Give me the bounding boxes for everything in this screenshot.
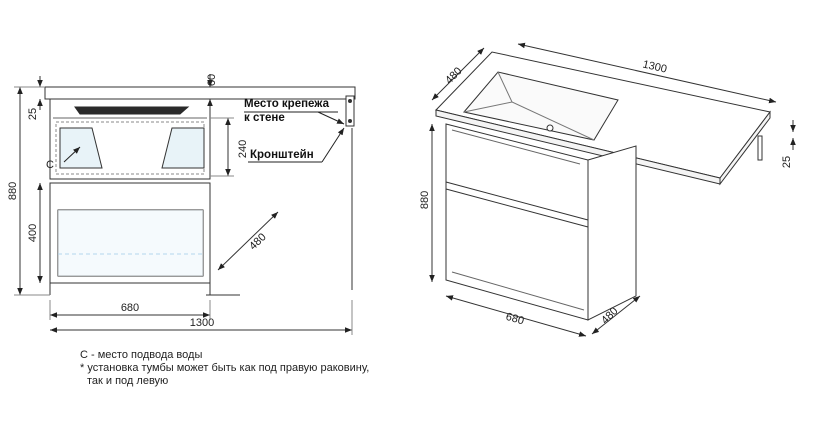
- bracket-label: Кронштейн: [250, 149, 314, 161]
- water-marker-leader: [63, 146, 81, 163]
- front-view: [14, 74, 356, 335]
- iso-dim-top-thickness: 25: [781, 156, 793, 168]
- iso-view: [429, 42, 796, 337]
- note-line-3: так и под левую: [87, 375, 169, 387]
- water-marker-label: С: [46, 159, 54, 171]
- iso-cabinet-side: [587, 145, 637, 321]
- front-sink-bowl: [74, 106, 190, 115]
- dim-cabinet-width: 680: [121, 302, 139, 314]
- mount-point-label-2: к стене: [244, 112, 285, 124]
- front-left-insert: [59, 127, 103, 169]
- dim-top-thickness: 60: [206, 74, 218, 86]
- mount-point-label-1: Место крепежа: [244, 98, 330, 110]
- dim-total-width: 1300: [190, 317, 214, 329]
- iso-dim-cabinet-width: 680: [504, 311, 525, 328]
- dim-drawer-height: 240: [237, 140, 249, 158]
- iso-drain: [546, 124, 554, 132]
- iso-dim-length-top: 1300: [641, 58, 668, 75]
- note-line-1: С - место подвода воды: [80, 349, 203, 361]
- iso-dim-height: 880: [419, 191, 431, 209]
- dim-depth: 480: [247, 231, 269, 252]
- front-depth-dim-line: [217, 211, 279, 271]
- dim-total-height: 880: [7, 182, 19, 200]
- note-line-2: * установка тумбы может быть как под пра…: [80, 362, 370, 374]
- notes: С - место подвода воды * установка тумбы…: [80, 349, 369, 388]
- front-right-insert: [161, 127, 205, 169]
- dim-lower-drawer: 400: [27, 224, 39, 242]
- wall-bracket: [345, 95, 355, 127]
- dim-top-offset: 25: [27, 108, 39, 120]
- iso-bracket: [757, 135, 763, 161]
